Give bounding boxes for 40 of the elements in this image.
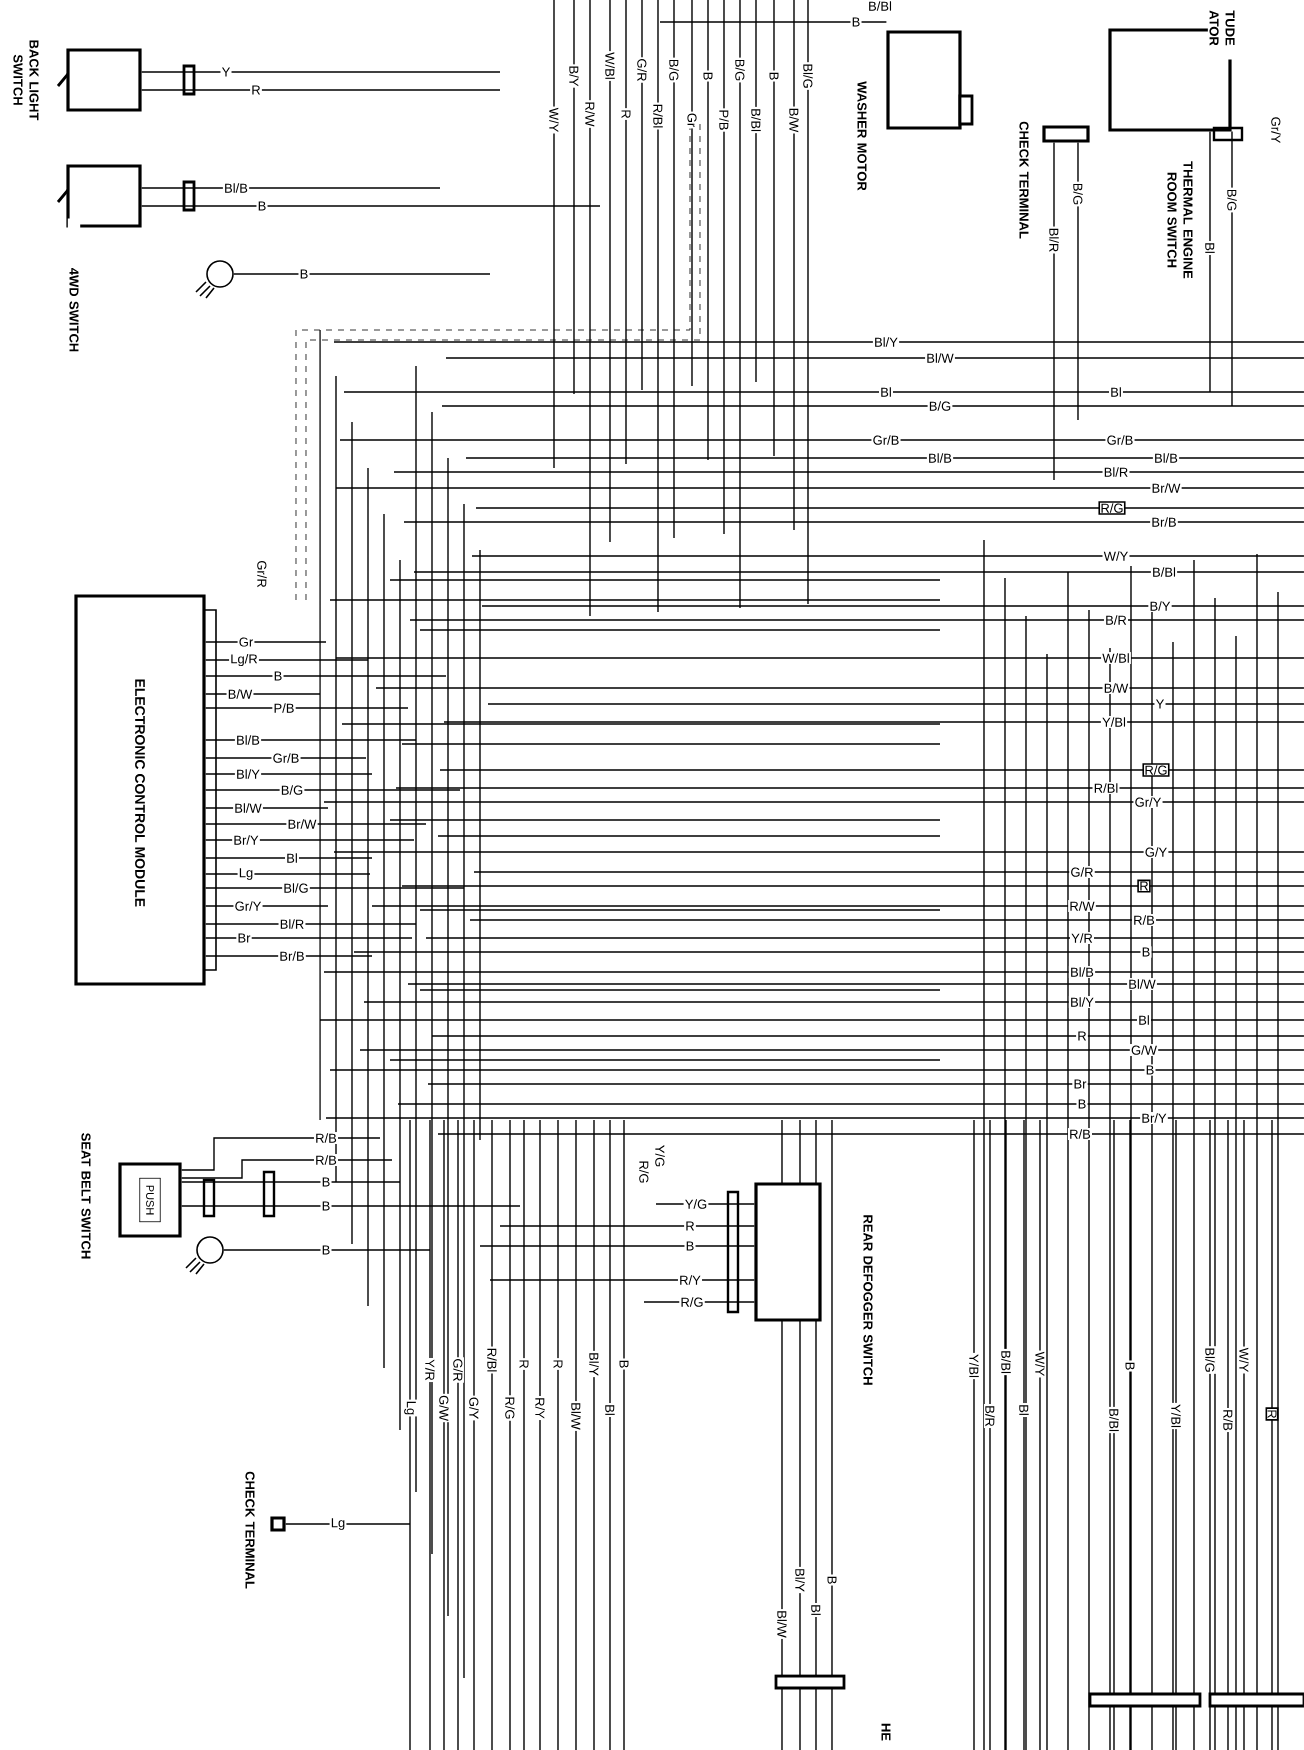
wire: [180, 1181, 401, 1183]
ground-symbol: [195, 260, 234, 299]
wire: [1209, 130, 1211, 393]
wire: [204, 773, 373, 775]
wire: [140, 187, 441, 189]
wire: [204, 873, 371, 875]
wire: [204, 839, 415, 841]
wire: [204, 887, 465, 889]
wire: [180, 1159, 393, 1179]
wire: [180, 1205, 521, 1207]
wire: [204, 789, 461, 791]
wire: [204, 923, 417, 925]
wire: [204, 937, 413, 939]
wire: [140, 89, 501, 91]
wire: [204, 857, 373, 859]
wire: [499, 1225, 756, 1227]
wire: [204, 659, 369, 661]
wire: [1053, 141, 1055, 481]
wire: [655, 1203, 756, 1205]
wire: [1231, 130, 1233, 407]
wire: [1077, 141, 1079, 421]
wire: [204, 707, 409, 709]
wire: [479, 1245, 756, 1247]
wire: [180, 1137, 381, 1171]
wire: [204, 675, 447, 677]
wire: [140, 71, 501, 73]
wire: [659, 21, 888, 23]
ground-symbol: [185, 1236, 224, 1275]
wire: [489, 1279, 756, 1281]
wire: [223, 1249, 431, 1251]
wire: [204, 823, 427, 825]
wire: [284, 1523, 411, 1525]
wire: [140, 205, 601, 207]
wire: [204, 757, 367, 759]
wire: [204, 739, 417, 741]
wire: [204, 641, 327, 643]
wire: [204, 955, 373, 957]
wire: [204, 693, 321, 695]
wire: [204, 905, 329, 907]
wire: [233, 273, 491, 275]
